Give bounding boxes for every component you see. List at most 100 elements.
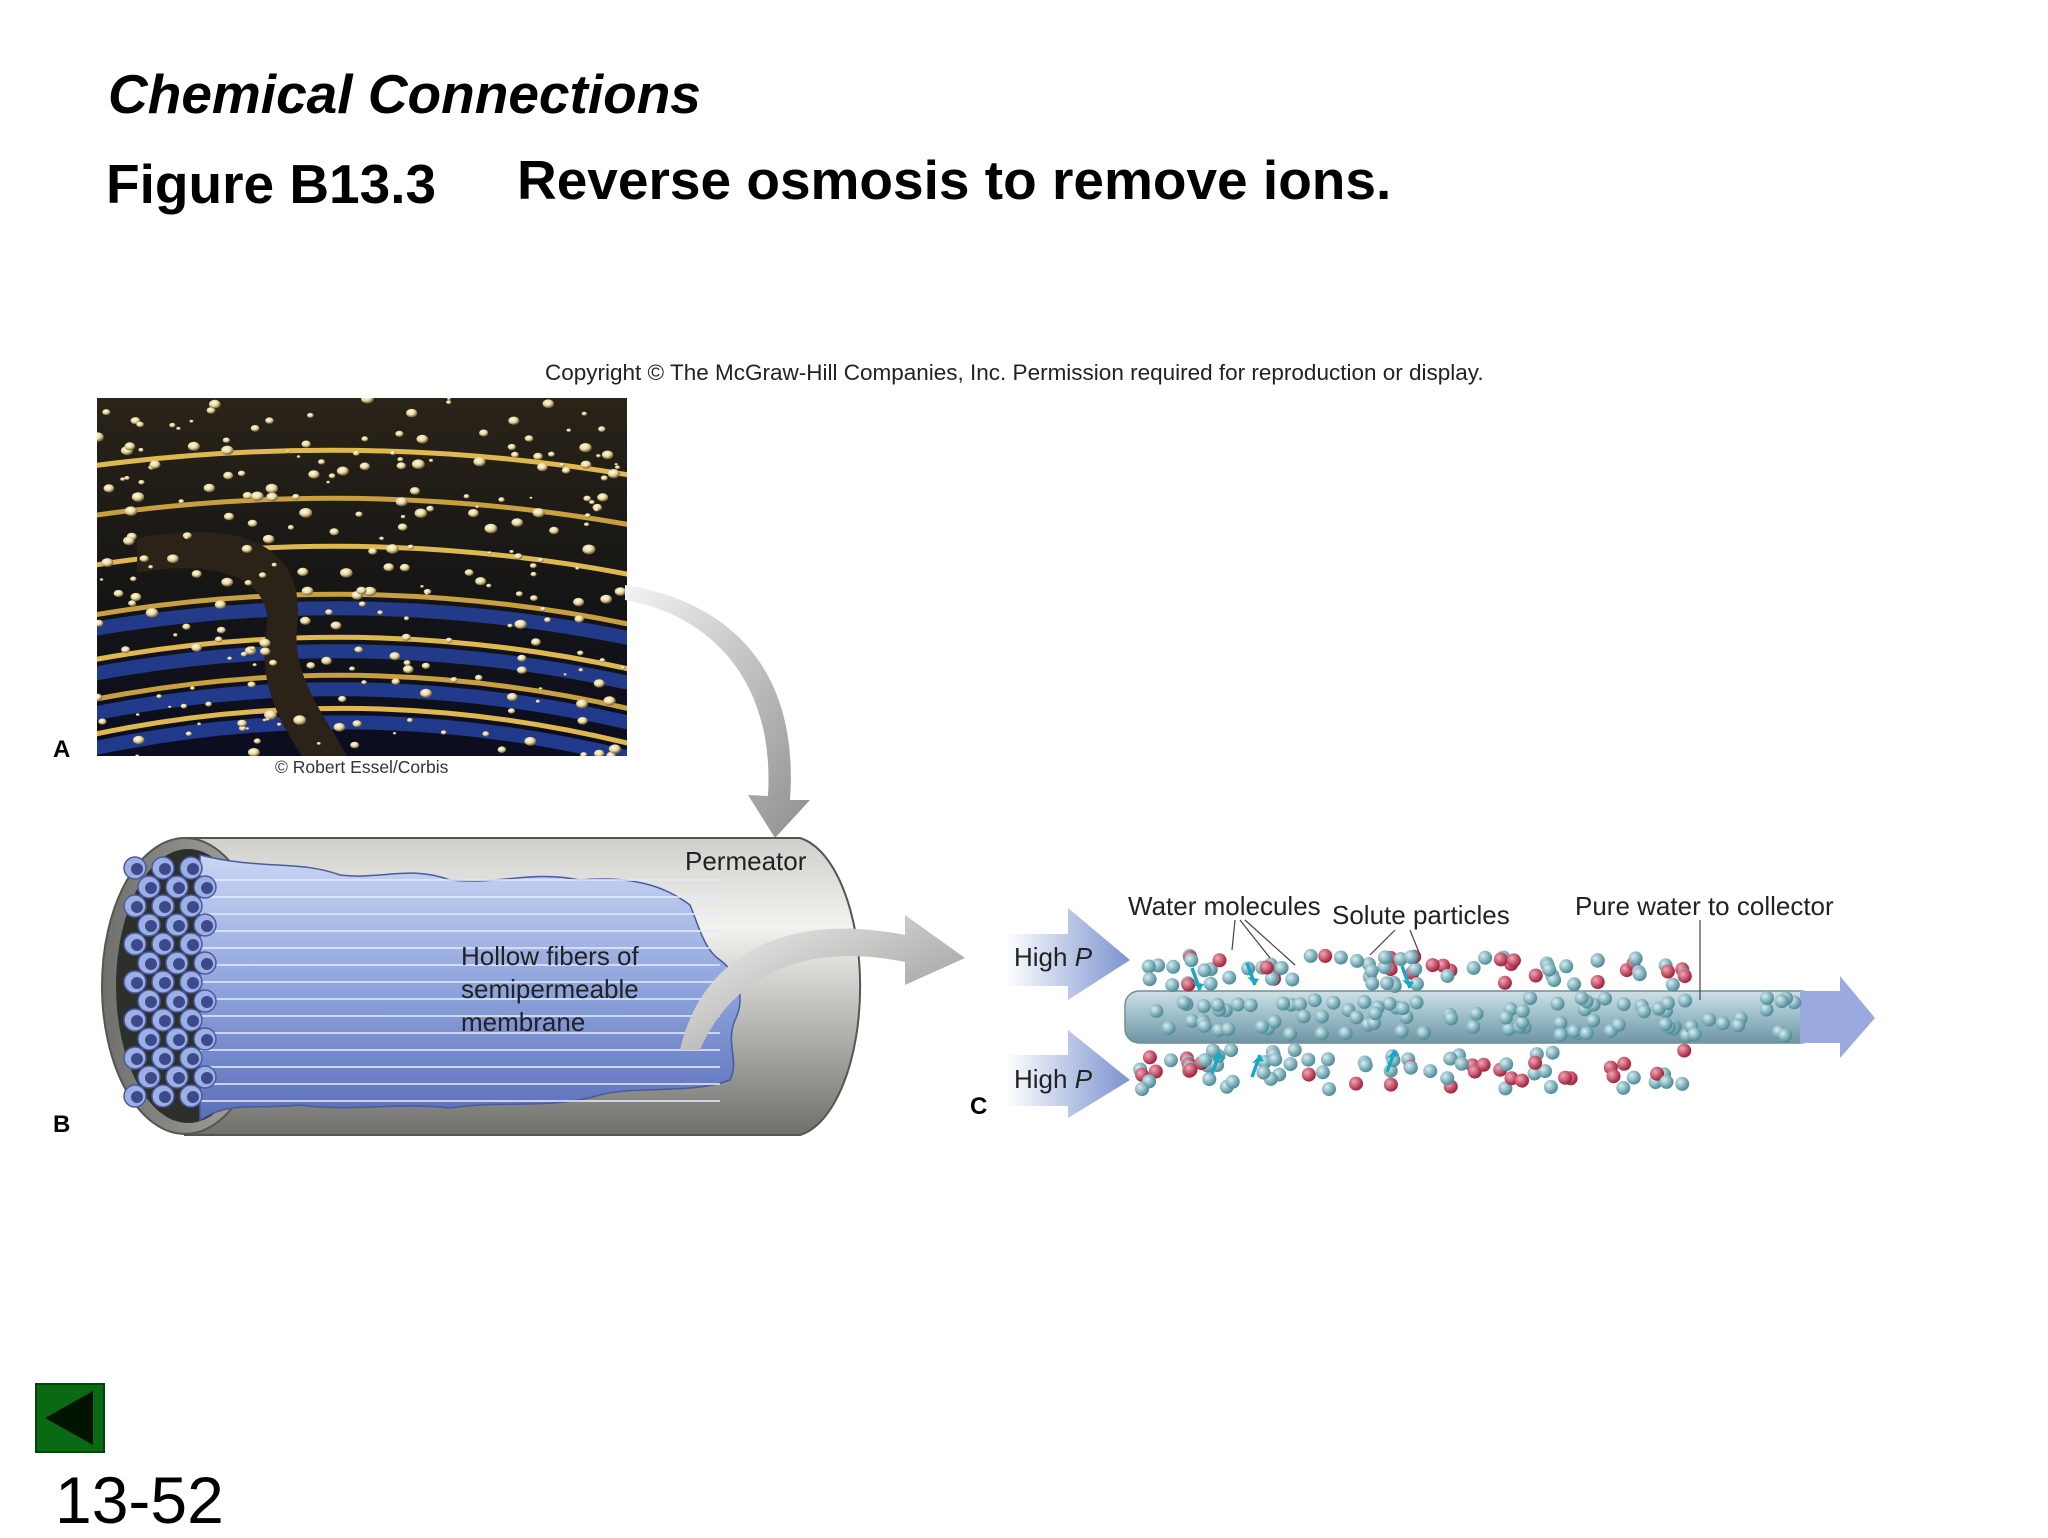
photo-bubble xyxy=(401,633,411,641)
photo-bubble xyxy=(191,643,203,652)
water-molecule xyxy=(1221,1022,1236,1036)
photo-bubble xyxy=(447,398,451,401)
photo-bubble xyxy=(407,718,413,723)
photo-bubble xyxy=(247,681,256,688)
photo-bubble xyxy=(498,497,505,503)
photo-bubble xyxy=(299,508,313,518)
photo-bubble xyxy=(197,722,202,726)
photo-bubble xyxy=(363,586,377,597)
photo-bubble xyxy=(269,659,278,666)
photo-credit: © Robert Essel/Corbis xyxy=(275,757,449,777)
fiber-opening-hole xyxy=(131,1091,143,1103)
water-molecule xyxy=(1659,1074,1674,1089)
water-molecule xyxy=(1567,977,1582,992)
water-molecule xyxy=(1469,1006,1484,1021)
solute-particle xyxy=(1606,1069,1621,1084)
photo-bubble xyxy=(406,408,418,418)
photo-bubble xyxy=(258,572,267,578)
water-molecule xyxy=(1443,1051,1458,1066)
fiber-opening-hole xyxy=(201,1034,213,1046)
photo-bubble xyxy=(266,492,278,502)
photo-ring xyxy=(97,495,627,527)
photo-bubble xyxy=(205,701,212,707)
photo-bubble xyxy=(446,400,452,405)
photo-bubble xyxy=(561,467,571,474)
fiber-opening-hole xyxy=(173,958,185,970)
photo-bubble xyxy=(306,662,316,669)
water-molecule xyxy=(1163,1053,1178,1068)
back-arrow-icon xyxy=(45,1391,93,1445)
photo-bubble xyxy=(581,411,587,416)
water-molecule xyxy=(1293,997,1308,1012)
photo-bubble xyxy=(131,492,145,502)
solute-particle xyxy=(1506,953,1521,968)
water-molecule xyxy=(1380,976,1394,991)
photo-bubble xyxy=(168,705,172,709)
water-molecule xyxy=(1314,1009,1329,1024)
water-molecule xyxy=(1276,996,1291,1011)
photo-bubble xyxy=(529,496,533,499)
back-button[interactable] xyxy=(35,1383,105,1453)
fiber-label-line-2: semipermeable xyxy=(461,974,639,1004)
photo-bubble xyxy=(352,720,362,728)
photo-bubble xyxy=(608,744,621,754)
photo-bubble xyxy=(124,442,136,451)
solute-particle xyxy=(1590,975,1605,989)
photo-bubble xyxy=(318,459,325,465)
solute-particle xyxy=(1318,948,1333,963)
water-treatment-photo xyxy=(97,398,627,756)
water-molecule xyxy=(1368,1006,1383,1021)
inflow-arrow-head xyxy=(1247,977,1259,985)
photo-bubble xyxy=(245,727,250,730)
photo-bubble xyxy=(544,617,551,623)
photo-bubble xyxy=(524,435,534,442)
inflow-arrow-head xyxy=(1252,1055,1264,1063)
photo-bubble xyxy=(221,445,234,455)
water-molecule xyxy=(1403,1060,1418,1075)
photo-bubble xyxy=(97,432,104,442)
photo-bubble xyxy=(242,492,253,500)
photo-bubble xyxy=(124,506,138,516)
slide-number: 13-52 xyxy=(55,1463,224,1537)
water-molecule xyxy=(1598,991,1612,1006)
photo-bubble xyxy=(515,591,523,597)
photo-bubble xyxy=(149,460,161,469)
water-molecule xyxy=(1338,1026,1353,1041)
water-molecule xyxy=(1550,996,1565,1011)
water-molecule xyxy=(1285,972,1300,987)
water-molecule xyxy=(1498,1081,1513,1096)
photo-bubble xyxy=(395,497,408,507)
photo-bubble xyxy=(361,436,369,442)
photo-bubble xyxy=(180,703,188,709)
photo-bubble xyxy=(403,616,410,621)
photo-bubble xyxy=(421,662,431,669)
water-molecule xyxy=(1553,1015,1568,1030)
water-molecule xyxy=(1268,1052,1283,1067)
photo-bubble xyxy=(475,505,480,509)
photo-bubble xyxy=(251,491,264,501)
water-molecule xyxy=(1715,1016,1730,1031)
water-molecule xyxy=(1222,970,1237,985)
photo-bubble xyxy=(209,399,221,409)
photo-bubble xyxy=(509,550,514,554)
photo-bubble xyxy=(103,484,115,493)
photo-bubble xyxy=(517,654,527,662)
water-molecule xyxy=(1196,999,1211,1014)
photo-bubble xyxy=(482,731,490,737)
photo-bubble xyxy=(548,451,555,457)
water-molecule xyxy=(1499,1057,1514,1072)
photo-bubble xyxy=(276,722,282,727)
water-molecule xyxy=(1176,995,1191,1010)
photo-bubble xyxy=(607,469,620,479)
photo-bubble xyxy=(403,660,411,666)
water-molecule xyxy=(1567,1024,1581,1039)
photo-bubble xyxy=(578,668,584,672)
photo-bubble xyxy=(130,576,137,582)
photo-bubble xyxy=(264,710,277,720)
water-molecule xyxy=(1543,1080,1558,1094)
photo-bubble xyxy=(514,619,527,629)
water-molecule xyxy=(1702,1012,1717,1027)
inflow-arrow-head xyxy=(1387,1050,1399,1058)
water-molecule xyxy=(1675,1076,1690,1091)
photo-bubble xyxy=(286,449,290,453)
